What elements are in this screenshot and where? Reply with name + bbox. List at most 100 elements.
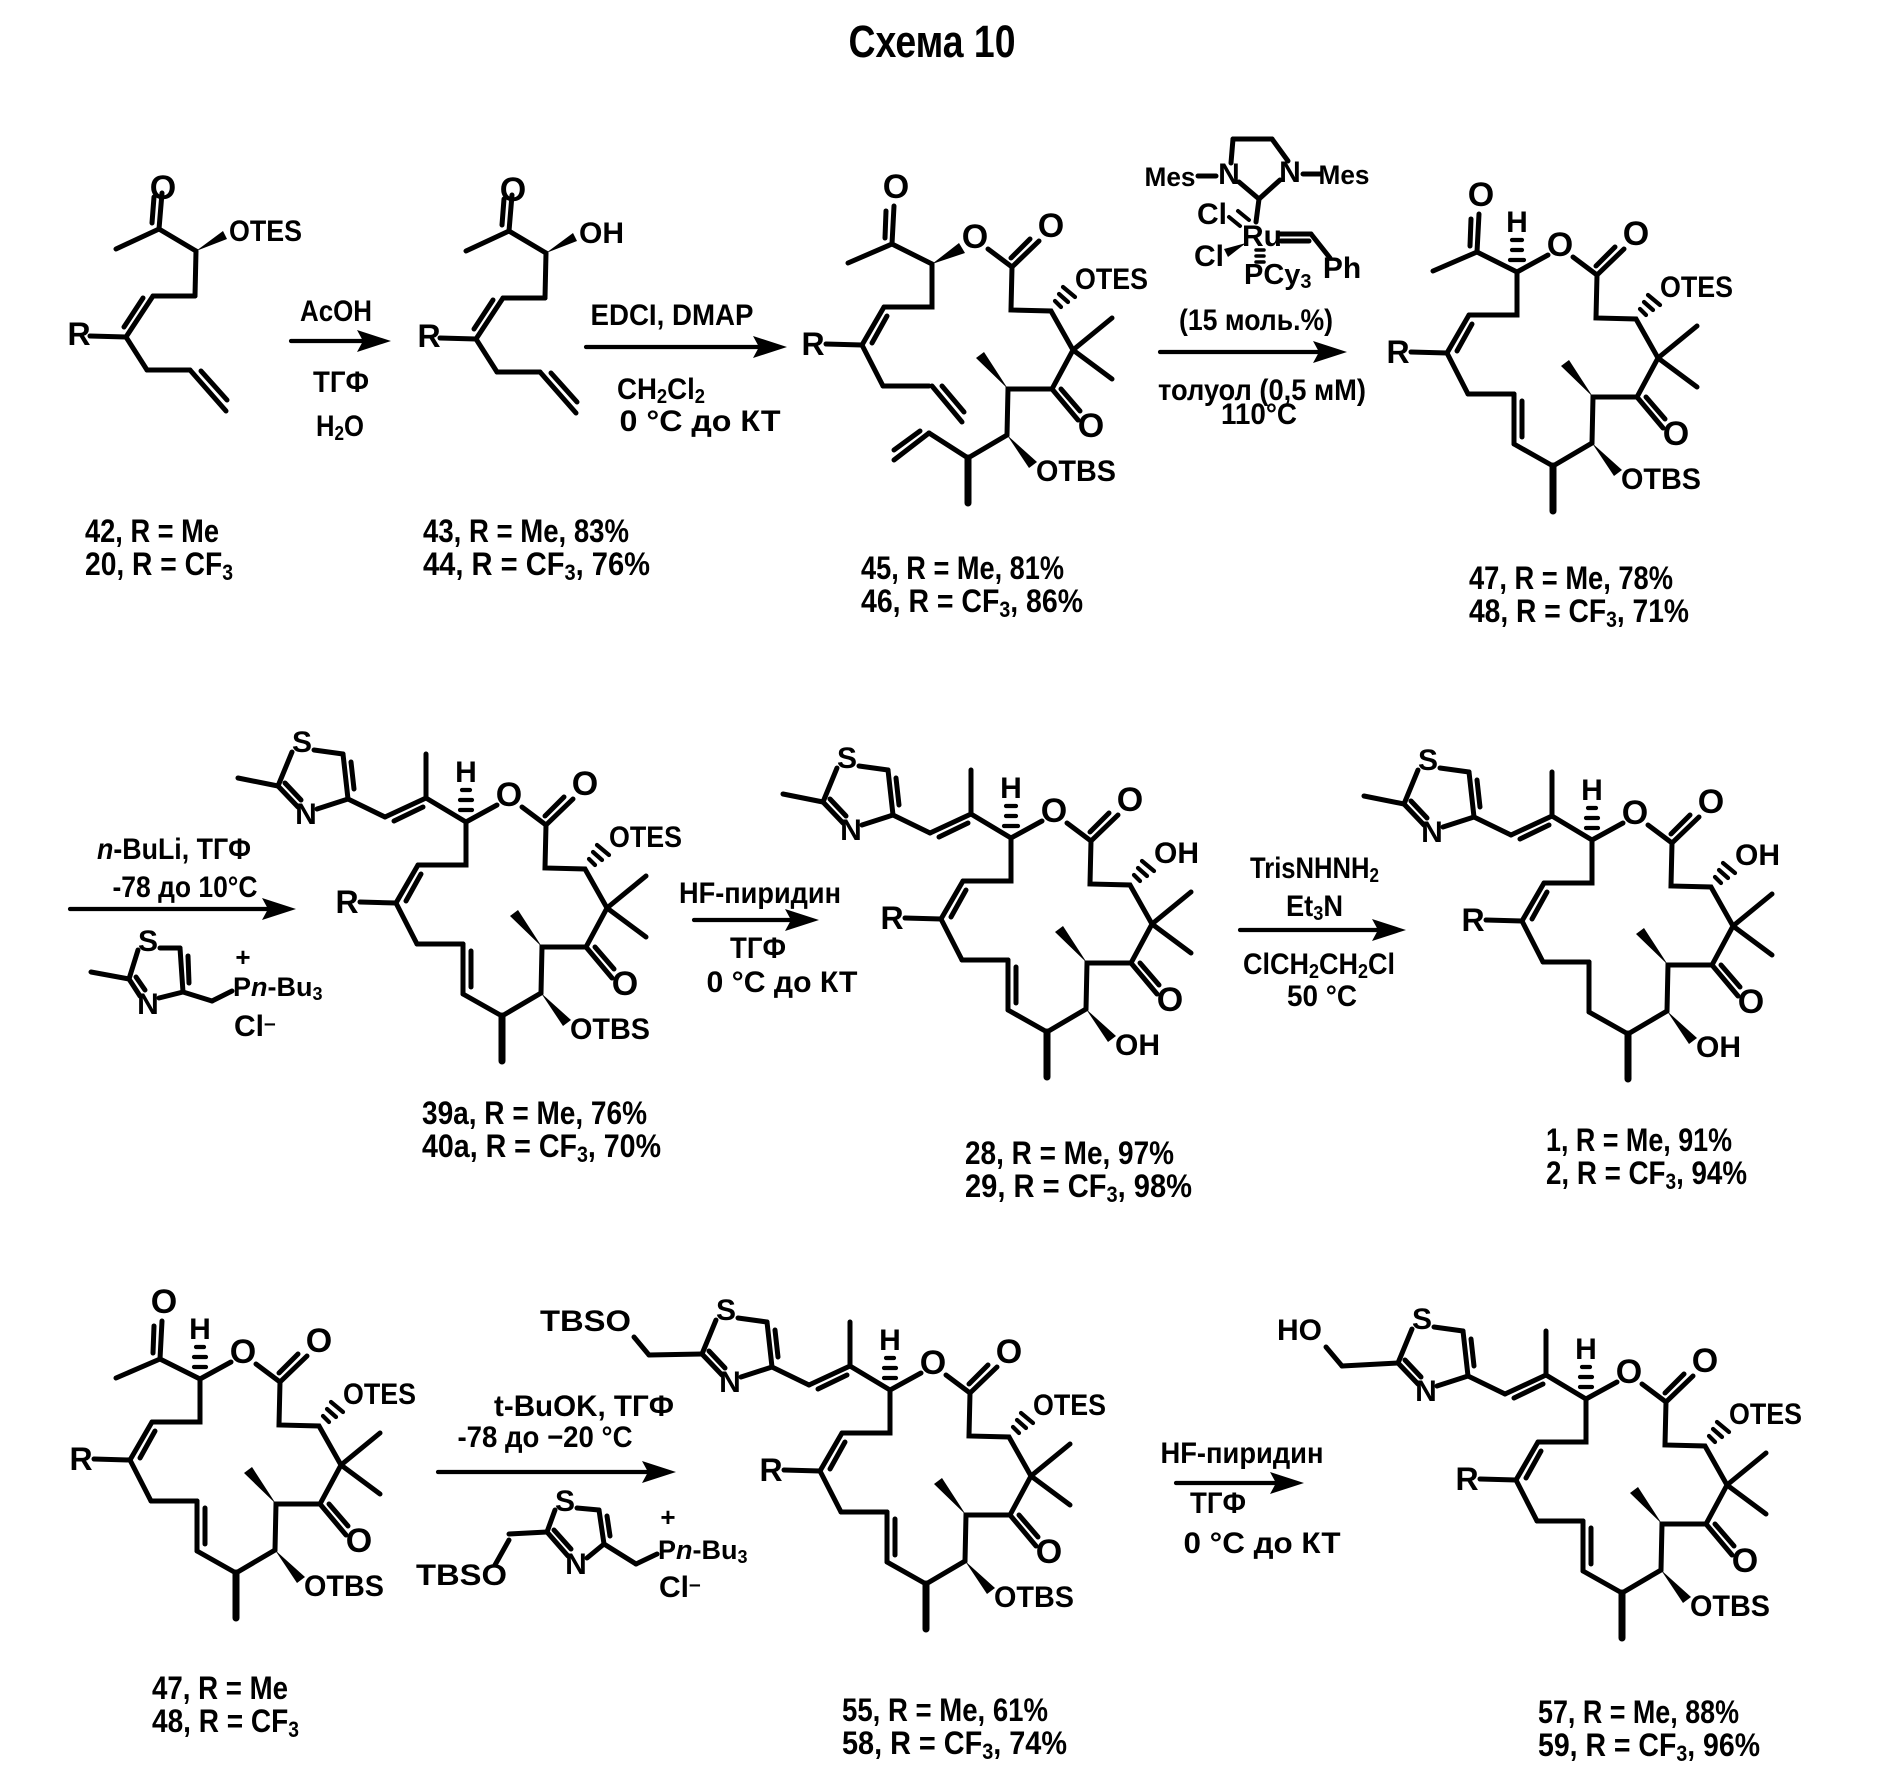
svg-text:O: O (1692, 1342, 1718, 1380)
svg-text:H: H (879, 1324, 901, 1357)
svg-text:O: O (1623, 215, 1649, 253)
svg-text:-78 до −20 °C: -78 до −20 °C (458, 1421, 633, 1454)
svg-text:+: + (660, 1502, 675, 1532)
svg-text:OTES: OTES (1660, 271, 1733, 304)
svg-text:47, R = Me: 47, R = Me (152, 1670, 288, 1706)
svg-text:n-BuLi, ТГФ: n-BuLi, ТГФ (97, 833, 251, 866)
svg-text:OH: OH (1115, 1029, 1160, 1062)
svg-text:Cl–: Cl– (659, 1571, 701, 1604)
svg-text:ТГФ: ТГФ (730, 932, 786, 965)
svg-text:S: S (837, 742, 857, 775)
svg-text:OH: OH (1735, 839, 1780, 872)
svg-text:43, R = Me, 83%: 43, R = Me, 83% (423, 513, 629, 549)
svg-text:O: O (306, 1322, 332, 1360)
svg-text:-78 до 10°C: -78 до 10°C (113, 871, 258, 904)
svg-text:R: R (417, 318, 440, 354)
svg-text:O: O (883, 168, 909, 206)
svg-text:OTBS: OTBS (304, 1570, 384, 1603)
svg-text:O: O (920, 1344, 946, 1382)
svg-text:45, R = Me, 81%: 45, R = Me, 81% (861, 550, 1064, 586)
svg-text:42, R = Me: 42, R = Me (85, 513, 219, 549)
svg-text:N: N (295, 798, 317, 831)
svg-text:OTES: OTES (343, 1378, 416, 1411)
svg-text:HF-пиридин: HF-пиридин (1161, 1437, 1324, 1470)
svg-text:OTBS: OTBS (1621, 463, 1701, 496)
svg-text:0 °C до КТ: 0 °C до КТ (707, 966, 858, 999)
svg-text:N: N (1415, 1375, 1437, 1408)
svg-text:O: O (996, 1333, 1022, 1371)
svg-text:Cl–: Cl– (234, 1010, 276, 1043)
svg-text:0 °C до КТ: 0 °C до КТ (1184, 1527, 1341, 1560)
svg-text:50 °C: 50 °C (1287, 980, 1357, 1013)
svg-text:Pn-Bu3: Pn-Bu3 (658, 1535, 748, 1567)
svg-text:S: S (292, 726, 312, 759)
svg-text:O: O (612, 965, 638, 1003)
svg-text:0 °C до КТ: 0 °C до КТ (620, 405, 781, 438)
svg-text:N: N (1279, 156, 1301, 189)
svg-text:48, R = CF3, 71%: 48, R = CF3, 71% (1469, 593, 1689, 632)
svg-text:Ru: Ru (1242, 220, 1282, 253)
svg-text:OH: OH (1696, 1031, 1741, 1064)
svg-text:OH: OH (579, 217, 624, 250)
svg-text:R: R (1386, 334, 1409, 370)
svg-text:20, R = CF3: 20, R = CF3 (85, 546, 233, 585)
svg-text:2, R = CF3, 94%: 2, R = CF3, 94% (1546, 1155, 1747, 1194)
svg-text:O: O (962, 218, 988, 256)
svg-text:N: N (1218, 158, 1240, 191)
svg-text:R: R (759, 1452, 782, 1488)
svg-text:TrisNHNH2: TrisNHNH2 (1250, 852, 1379, 887)
svg-text:S: S (716, 1294, 736, 1327)
svg-text:O: O (1036, 1533, 1062, 1571)
svg-text:R: R (67, 316, 90, 352)
svg-text:O: O (500, 171, 526, 209)
svg-text:t-BuOK, ТГФ: t-BuOK, ТГФ (494, 1390, 674, 1423)
svg-text:O: O (1698, 783, 1724, 821)
svg-text:PCy3: PCy3 (1244, 259, 1312, 293)
svg-text:O: O (150, 169, 176, 207)
svg-text:TBSO: TBSO (540, 1305, 631, 1338)
svg-text:O: O (346, 1522, 372, 1560)
svg-text:OTBS: OTBS (570, 1013, 650, 1046)
svg-text:N: N (565, 1548, 587, 1581)
svg-text:H2O: H2O (316, 410, 364, 445)
svg-text:O: O (496, 776, 522, 814)
svg-text:O: O (151, 1283, 177, 1321)
svg-text:S: S (555, 1485, 575, 1518)
svg-text:EDCI, DMAP: EDCI, DMAP (591, 299, 754, 332)
svg-text:OH: OH (1154, 837, 1199, 870)
svg-text:O: O (1547, 226, 1573, 264)
svg-text:OTES: OTES (1729, 1398, 1802, 1431)
svg-text:Et3N: Et3N (1286, 890, 1343, 925)
svg-text:TBSO: TBSO (416, 1559, 507, 1592)
svg-text:Схема 10: Схема 10 (849, 16, 1016, 67)
svg-text:47, R = Me, 78%: 47, R = Me, 78% (1469, 560, 1673, 596)
svg-text:OTES: OTES (229, 215, 302, 248)
svg-text:S: S (1412, 1303, 1432, 1336)
svg-text:O: O (1738, 983, 1764, 1021)
svg-text:R: R (335, 884, 358, 920)
svg-text:HF-пиридин: HF-пиридин (679, 877, 841, 910)
svg-text:57, R = Me, 88%: 57, R = Me, 88% (1538, 1694, 1739, 1730)
svg-text:S: S (138, 925, 158, 958)
svg-text:R: R (69, 1441, 92, 1477)
svg-text:R: R (880, 900, 903, 936)
svg-text:Cl: Cl (1197, 198, 1227, 231)
svg-text:H: H (1000, 772, 1022, 805)
svg-text:ТГФ: ТГФ (313, 366, 369, 399)
svg-text:OTBS: OTBS (994, 1581, 1074, 1614)
svg-text:N: N (719, 1366, 741, 1399)
svg-text:OTBS: OTBS (1036, 455, 1116, 488)
svg-text:O: O (1038, 207, 1064, 245)
svg-text:+: + (235, 942, 250, 972)
svg-text:OTES: OTES (609, 821, 682, 854)
svg-text:N: N (840, 814, 862, 847)
svg-text:H: H (1581, 774, 1603, 807)
svg-text:CH2Cl2: CH2Cl2 (617, 373, 705, 408)
svg-text:H: H (1575, 1333, 1597, 1366)
svg-text:R: R (1461, 902, 1484, 938)
svg-text:O: O (230, 1333, 256, 1371)
svg-text:Ph: Ph (1323, 252, 1361, 285)
svg-text:толуол (0,5 мМ): толуол (0,5 мМ) (1158, 374, 1366, 407)
svg-text:O: O (1622, 794, 1648, 832)
svg-text:O: O (1041, 792, 1067, 830)
